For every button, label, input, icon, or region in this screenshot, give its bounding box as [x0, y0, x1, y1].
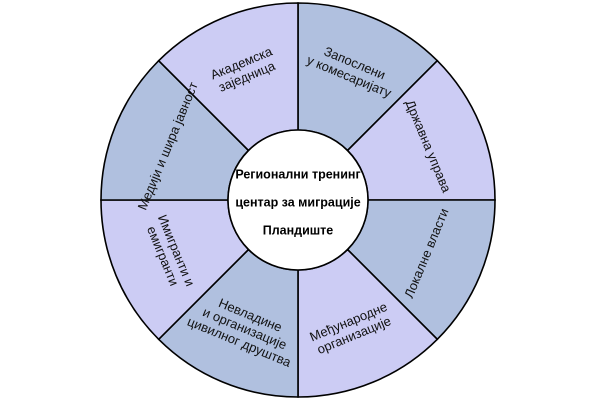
center-title-line-1: Регионални тренинг: [235, 167, 360, 181]
center-title-line-3: Пландиште: [263, 223, 334, 237]
center-circle: [227, 129, 369, 271]
segments-layer: [100, 2, 496, 398]
center-hub: Регионални тренинг центар за миграције П…: [227, 129, 369, 271]
center-title-line-2: центар за миграције: [235, 195, 360, 209]
